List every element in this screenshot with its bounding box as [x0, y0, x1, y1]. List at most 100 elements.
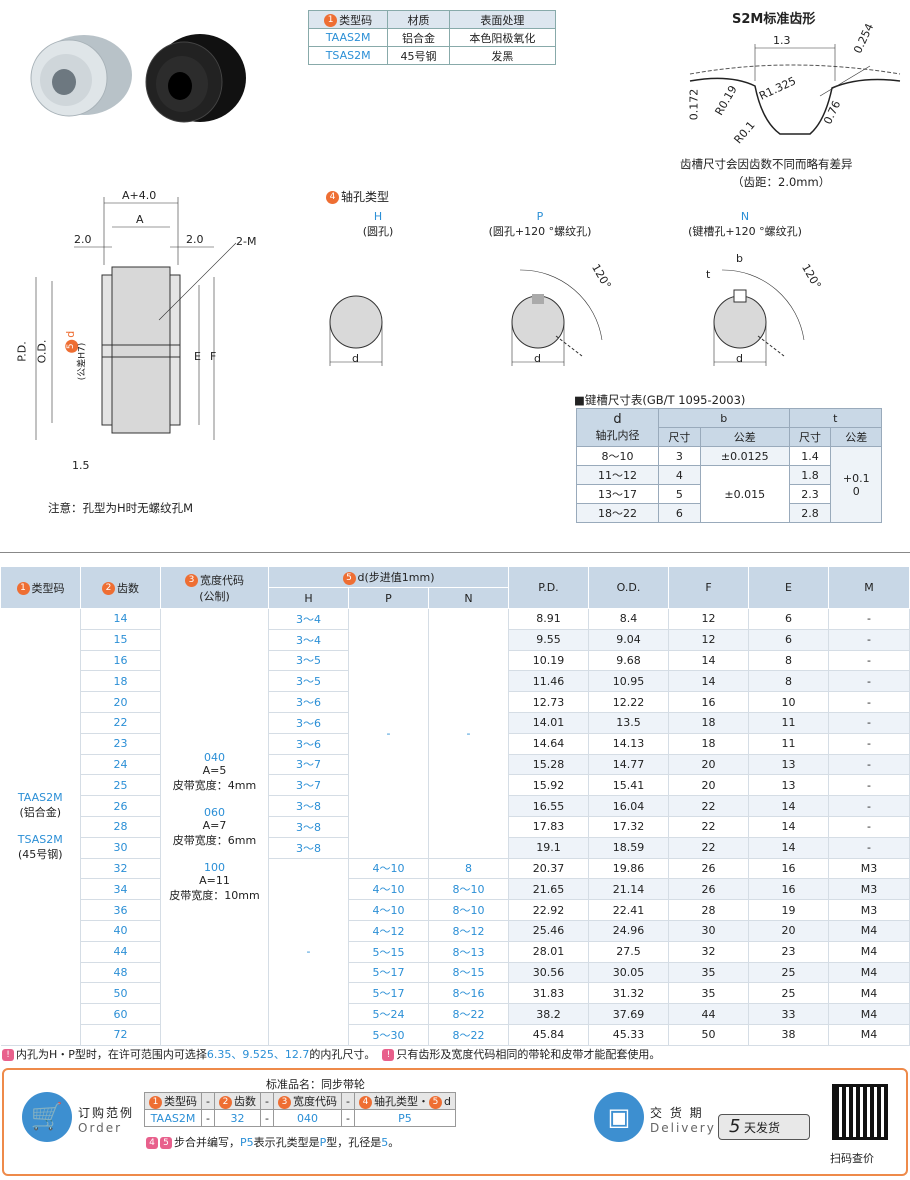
value-cell: 38.2: [508, 1003, 589, 1025]
teeth-cell: 48: [80, 962, 161, 984]
value-cell: 26: [668, 858, 749, 880]
teeth-cell: 22: [80, 712, 161, 734]
cell: 18～22: [576, 503, 659, 523]
value-cell: 12.73: [508, 691, 589, 713]
value-cell: 9.04: [588, 629, 669, 651]
key-h-btol: 公差: [699, 427, 790, 447]
value-cell: M3: [828, 858, 910, 880]
n-cell: 8～10: [428, 899, 509, 921]
value-cell: 14: [748, 837, 829, 859]
value-cell: 6: [748, 608, 829, 630]
h-cell: 3～6: [268, 733, 349, 755]
value-cell: 13: [748, 774, 829, 797]
qr-code[interactable]: [832, 1084, 888, 1140]
th-n: N: [428, 587, 509, 609]
value-cell: 20: [668, 774, 749, 797]
cell: 1.8: [788, 465, 832, 485]
cart-icon: 🛒: [22, 1092, 72, 1142]
cell: 45号钢: [387, 46, 450, 65]
value-cell: -: [828, 670, 910, 693]
p-cell: 4～10: [348, 899, 429, 921]
cell: 13～17: [576, 484, 659, 504]
h-cell: 3～4: [268, 629, 349, 651]
cell: 发黑: [448, 46, 557, 65]
order-title: 标准品名：同步带轮: [266, 1078, 365, 1091]
sep: -: [340, 1109, 355, 1127]
value-cell: M4: [828, 1003, 910, 1025]
delivery-icon: ▣: [594, 1092, 644, 1142]
value-cell: M4: [828, 962, 910, 984]
dim-2-0-right: 2.0: [186, 233, 204, 246]
value-cell: 18: [668, 733, 749, 755]
cell: 4: [657, 465, 701, 485]
dim-0-172: 0.172: [687, 88, 701, 121]
value-cell: 45.33: [588, 1024, 669, 1046]
value-cell: 14.01: [508, 712, 589, 734]
value-cell: 12: [668, 629, 749, 651]
h-cell: 3～7: [268, 754, 349, 776]
value-cell: 23: [748, 941, 829, 963]
value-cell: 37.69: [588, 1003, 669, 1025]
dim-a4: A+4.0: [122, 189, 157, 202]
value-cell: 19.1: [508, 837, 589, 859]
value-cell: 12: [668, 608, 749, 630]
cell: 2.8: [788, 503, 832, 523]
value-cell: 25: [748, 962, 829, 984]
teeth-cell: 30: [80, 837, 161, 859]
delivery-badge: 5 天发货: [718, 1114, 810, 1140]
teeth-cell: 44: [80, 941, 161, 963]
dim-2-0-left: 2.0: [74, 233, 92, 246]
value-cell: -: [828, 691, 910, 713]
tooth-note: 齿槽尺寸会因齿数不同而略有差异: [680, 157, 853, 171]
value-cell: 25: [748, 982, 829, 1005]
dim-2m: 2-M: [236, 235, 257, 248]
order-v-teeth: 32: [213, 1109, 261, 1127]
th-od: O.D.: [588, 566, 669, 609]
value-cell: 44: [668, 1003, 749, 1025]
value-cell: 9.55: [508, 629, 589, 651]
h-cell: 3～5: [268, 670, 349, 693]
value-cell: 17.32: [588, 816, 669, 838]
value-cell: 8.91: [508, 608, 589, 630]
value-cell: 21.14: [588, 878, 669, 901]
th-pd: P.D.: [508, 566, 589, 609]
value-cell: 11: [748, 712, 829, 734]
value-cell: -: [828, 837, 910, 859]
teeth-cell: 72: [80, 1024, 161, 1046]
teeth-cell: 20: [80, 691, 161, 713]
th-f: F: [668, 566, 749, 609]
cell: 8～10: [576, 446, 659, 466]
value-cell: 16: [748, 858, 829, 880]
value-cell: 14: [668, 650, 749, 672]
teeth-cell: 25: [80, 774, 161, 797]
teeth-cell: 15: [80, 629, 161, 651]
p-cell: 5～17: [348, 962, 429, 984]
h-cell: 3～7: [268, 774, 349, 797]
bore-type-p: P(圆孔+120 °螺纹孔): [488, 210, 592, 238]
teeth-cell: 18: [80, 670, 161, 693]
sep: -: [259, 1092, 274, 1110]
value-cell: 10: [748, 691, 829, 713]
value-cell: 24.96: [588, 920, 669, 942]
value-cell: M3: [828, 878, 910, 901]
cell: ±0.015: [699, 465, 790, 523]
bore-n-t: t: [706, 268, 711, 281]
value-cell: 30.56: [508, 962, 589, 984]
key-h-bsize: 尺寸: [657, 427, 701, 447]
n-cell: 8～22: [428, 1003, 509, 1025]
cell: 11～12: [576, 465, 659, 485]
